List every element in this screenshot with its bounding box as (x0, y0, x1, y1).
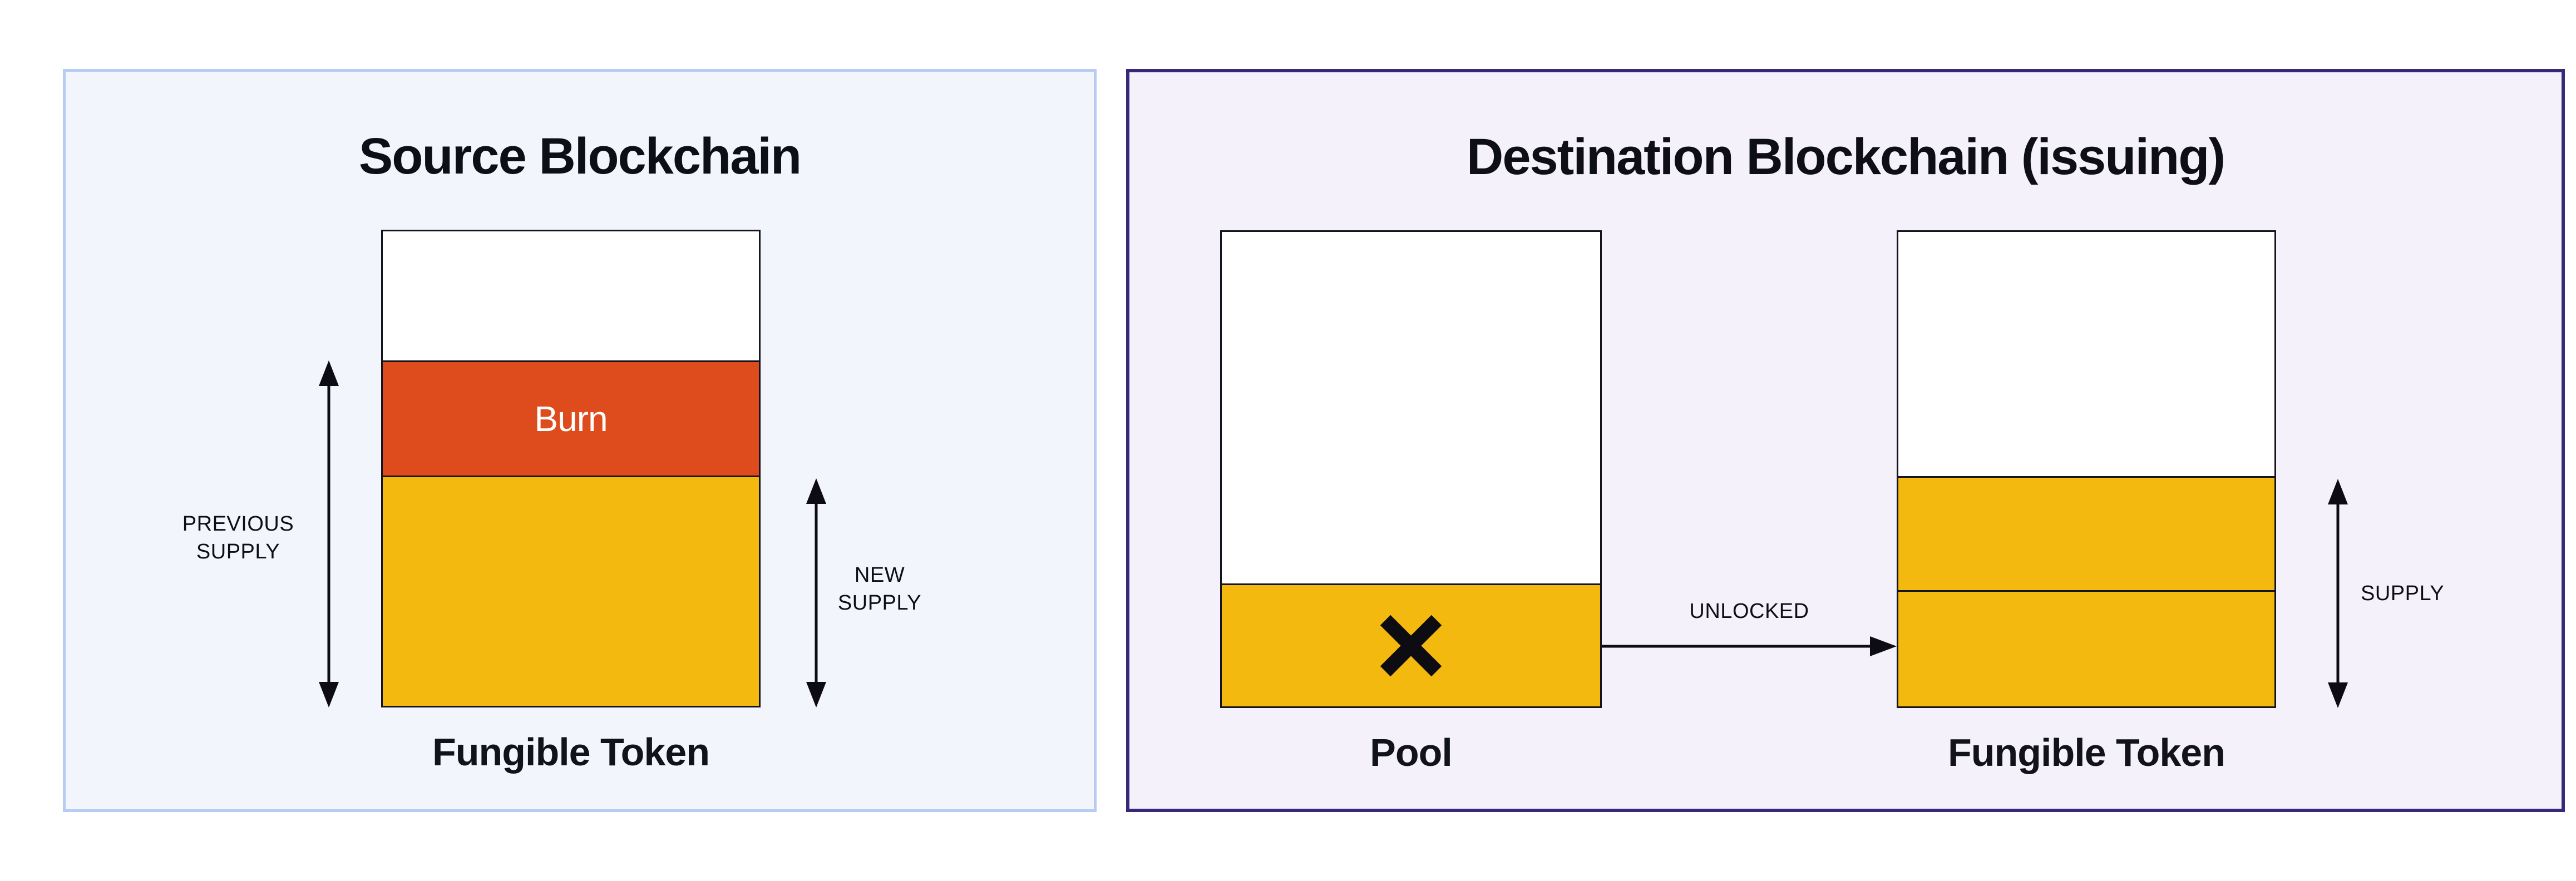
pool-bar (1220, 230, 1602, 708)
unlocked-flow-arrow-icon (1602, 635, 1897, 657)
new-supply-label: NEW SUPPLY (768, 561, 991, 617)
source-blockchain-panel: Source Blockchain Burn PREVIOUS SUPPLY N… (63, 69, 1097, 812)
new-supply-arrow-icon (805, 478, 827, 707)
burn-segment-label: Burn (534, 399, 608, 439)
unlocked-label: UNLOCKED (1689, 600, 1809, 623)
previous-supply-label-line2: SUPPLY (196, 540, 280, 563)
previous-supply-arrow-icon (318, 360, 340, 707)
pool-bar-caption: Pool (1370, 731, 1453, 774)
previous-supply-label-line1: PREVIOUS (182, 512, 294, 536)
source-bar-burn-segment: Burn (383, 360, 759, 476)
destination-bar-minted-upper-segment (1898, 476, 2274, 590)
new-supply-label-line1: NEW (854, 563, 905, 587)
supply-arrow-icon (2327, 479, 2349, 708)
destination-bar-minted-lower-segment (1898, 590, 2274, 706)
source-bar-empty-segment (383, 231, 759, 360)
source-bar-caption: Fungible Token (432, 730, 710, 774)
pool-bar-locked-segment (1222, 583, 1600, 706)
source-panel-title: Source Blockchain (358, 128, 802, 185)
destination-bar-empty-segment (1898, 232, 2274, 476)
pool-bar-empty-segment (1222, 232, 1600, 583)
destination-blockchain-panel: Destination Blockchain (issuing) Pool UN… (1126, 69, 2565, 812)
cross-icon (1376, 611, 1445, 680)
destination-bar-caption: Fungible Token (1947, 731, 2225, 774)
destination-token-bar (1897, 230, 2276, 708)
source-bar-supply-segment (383, 476, 759, 706)
destination-panel-title: Destination Blockchain (issuing) (1466, 128, 2225, 185)
supply-label: SUPPLY (2361, 582, 2445, 605)
previous-supply-label: PREVIOUS SUPPLY (127, 510, 349, 566)
source-token-bar: Burn (381, 230, 761, 707)
new-supply-label-line2: SUPPLY (837, 591, 922, 615)
